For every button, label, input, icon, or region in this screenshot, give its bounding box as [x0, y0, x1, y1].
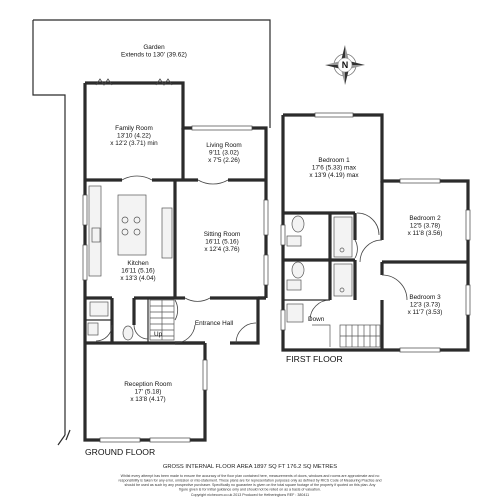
room-label-line: 12'5 (3.78): [410, 223, 440, 230]
room-label-line: Bedroom 3: [409, 294, 441, 301]
first-floor-stair: [312, 324, 381, 348]
north-compass-icon: N: [325, 45, 365, 85]
first-floor-walls: [281, 113, 470, 352]
svg-text:Whilst every attempt has been: Whilst every attempt has been made to en…: [121, 474, 380, 478]
room-label-line: Family Room: [115, 125, 153, 132]
svg-text:figure given is for initial gu: figure given is for initial guidance onl…: [179, 488, 321, 492]
room-label-line: 13'10 (4.22): [117, 133, 151, 140]
ground-floor-windows: [82, 125, 269, 443]
ground-stair: [149, 299, 175, 341]
room-label-line: x 12'4 (3.76): [204, 246, 239, 253]
first-floor-bathroom-fittings: [286, 215, 353, 323]
room-label-entrance-hall: Entrance Hall: [195, 320, 233, 327]
room-label-line: Extends to 130' (39.62): [121, 52, 187, 59]
room-label-line: Living Room: [206, 142, 242, 149]
room-label-line: Reception Room: [124, 381, 172, 388]
room-label-line: x 13'9 (4.19) max: [309, 172, 359, 179]
garden-fence: [57, 434, 66, 446]
room-label-line: 16'11 (5.16): [205, 239, 238, 246]
first-floor-doors: [309, 212, 408, 321]
stair-label-down: Down: [308, 316, 325, 323]
room-label-line: Garden: [143, 44, 165, 51]
first-floor-title: FIRST FLOOR: [286, 354, 343, 364]
ground-floor-walls: [83, 81, 268, 442]
ground-floor-doors: [95, 175, 257, 344]
bifold-doors: [95, 78, 173, 86]
kitchen-fittings: [88, 185, 173, 277]
svg-text:should be used as such by any: should be used as such by any prospectiv…: [125, 483, 376, 487]
compass-letter: N: [342, 60, 349, 70]
first-floor-windows: [280, 112, 471, 353]
room-label-line: Kitchen: [127, 260, 149, 267]
room-label-line: 12'3 (3.73): [410, 302, 440, 309]
room-label-line: 17'6 (5.33) max: [312, 165, 357, 172]
gross-area-text: GROSS INTERNAL FLOOR AREA 1897 SQ FT 176…: [163, 464, 337, 470]
room-label-line: 17' (5.18): [135, 389, 162, 396]
garden-fence: [65, 429, 71, 441]
ground-floor-title: GROUND FLOOR: [85, 447, 155, 457]
room-label-line: x 12'2 (3.71) min: [110, 140, 158, 147]
room-label-line: x 13'3 (4.04): [120, 275, 155, 282]
room-label-line: x 7'5 (2.26): [208, 157, 240, 164]
garden-boundary-left: [32, 20, 66, 435]
room-label-line: x 11'7 (3.53): [408, 309, 443, 316]
svg-text:responsibility is taken for an: responsibility is taken for any error, o…: [118, 479, 381, 483]
ground-wc-fittings: [87, 301, 134, 341]
room-label-line: Bedroom 2: [409, 215, 441, 222]
stair-label-up: Up: [154, 331, 163, 338]
room-label-line: x 13'8 (4.17): [130, 396, 165, 403]
room-label-line: 16'11 (5.16): [121, 268, 154, 275]
room-label-line: x 11'8 (3.56): [408, 230, 443, 237]
room-label-line: Entrance Hall: [195, 320, 233, 327]
room-label-line: Bedroom 1: [318, 157, 350, 164]
garden-boundary: [33, 19, 271, 128]
copyright-text: Copyright nichecom.co.uk 2013 Produced f…: [191, 493, 309, 497]
room-label-line: 9'11 (3.02): [209, 150, 239, 157]
room-label-line: Sitting Room: [204, 231, 241, 238]
disclaimer: Whilst every attempt has been made to en…: [118, 474, 381, 492]
